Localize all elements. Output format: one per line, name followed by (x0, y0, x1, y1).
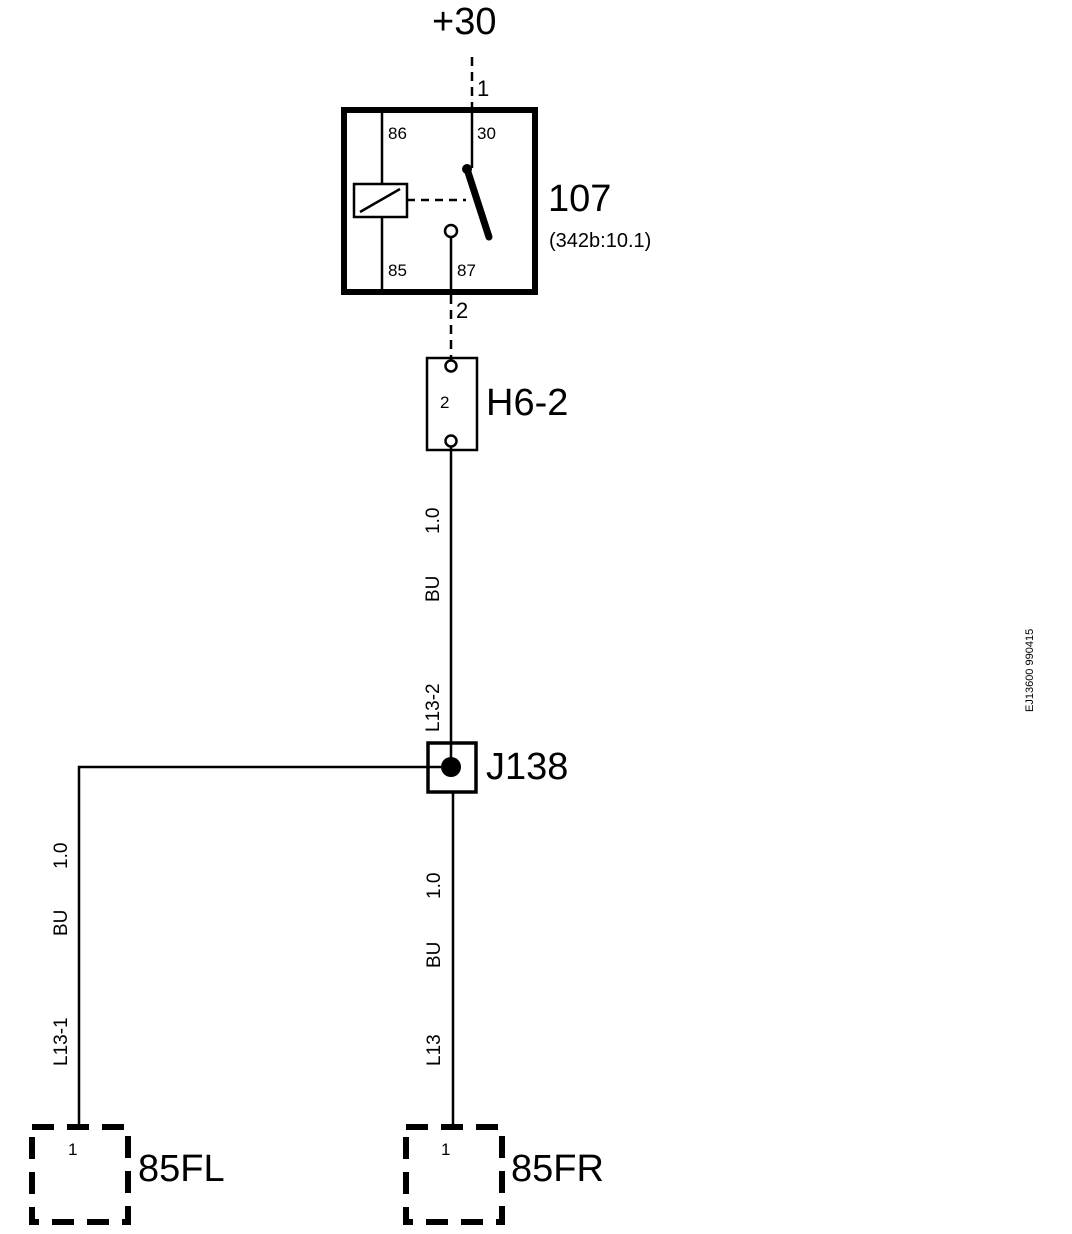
fuse-top-contact-icon (444, 359, 458, 373)
relay-terminal-30: 30 (477, 124, 496, 143)
wire-upper-color: BU (423, 576, 444, 602)
connector-left-id: 85FL (138, 1148, 225, 1190)
relay-coil-diagonal (359, 187, 401, 214)
relay-contact-87-icon (443, 223, 459, 239)
wire-right-size: 1.0 (424, 873, 445, 899)
relay-terminal-86: 86 (388, 124, 407, 143)
junction-id: J138 (486, 746, 568, 788)
fuse-h6-2: 2 (425, 356, 479, 452)
relay-bottom-pin-label: 2 (456, 298, 468, 323)
supply-pin-label: 1 (477, 76, 489, 101)
connector-right-pin: 1 (441, 1140, 450, 1159)
wire-right-id: L13 (424, 1034, 445, 1066)
relay-terminal-85: 85 (388, 261, 407, 280)
connector-left-pin: 1 (68, 1140, 77, 1159)
wire-left-size: 1.0 (51, 843, 72, 869)
fuse-bottom-contact-icon (444, 434, 458, 448)
wire-upper-id: L13-2 (423, 683, 444, 732)
relay-107: 86 30 85 87 (341, 107, 538, 295)
drawing-code: EJ13600 990415 (1024, 629, 1036, 712)
connector-right-id: 85FR (511, 1148, 604, 1190)
connector-85fr: 1 (403, 1124, 505, 1225)
relay-id: 107 (548, 178, 611, 220)
wire-left-id: L13-1 (51, 1017, 72, 1066)
wire-left-color: BU (51, 910, 72, 936)
connector-85fl: 1 (29, 1124, 131, 1225)
junction-dot-icon (441, 757, 461, 777)
fuse-id: H6-2 (486, 382, 568, 424)
wire-upper-size: 1.0 (423, 508, 444, 534)
fuse-pin-label: 2 (440, 393, 449, 412)
connector-right-outline (403, 1124, 505, 1225)
relay-switch-arm-icon (463, 165, 493, 241)
relay-terminal-87: 87 (457, 261, 476, 280)
supply-label: +30 (432, 1, 496, 43)
relay-reference: (342b:10.1) (549, 230, 651, 252)
wire-right-color: BU (424, 942, 445, 968)
wire-l13-1 (77, 765, 441, 1125)
connector-left-outline (29, 1124, 131, 1225)
relay-housing (341, 107, 538, 295)
